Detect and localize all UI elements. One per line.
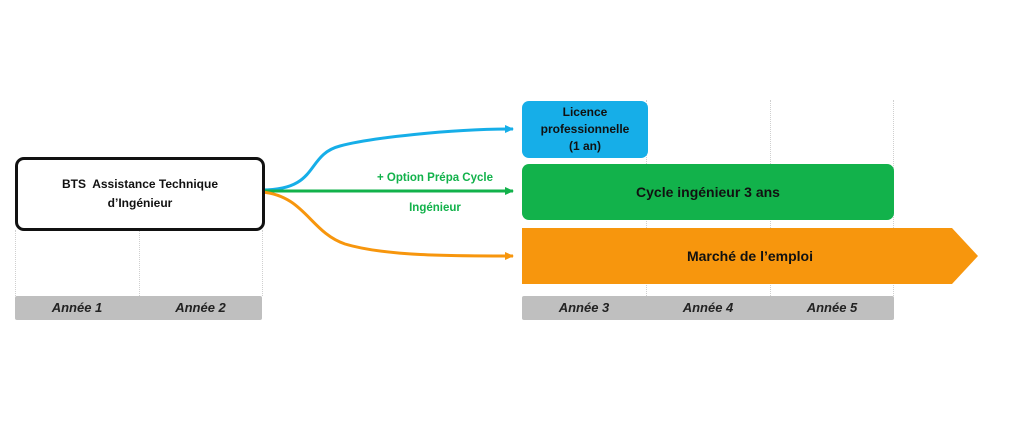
year-label-2: Année 2 bbox=[175, 300, 226, 315]
licence-label-line3: (1 an) bbox=[568, 139, 601, 153]
bts-label-line2: d’Ingénieur bbox=[107, 196, 173, 210]
guide-line bbox=[15, 230, 16, 296]
bts-label-line1: BTS Assistance Technique bbox=[61, 177, 219, 191]
marche-label: Marché de l’emploi bbox=[686, 248, 814, 264]
guide-line bbox=[139, 230, 140, 296]
cycle-box: Cycle ingénieur 3 ans bbox=[522, 164, 894, 220]
marche-arrow-shape bbox=[522, 228, 978, 284]
bts-box: BTS Assistance Technique d’Ingénieur bbox=[15, 157, 265, 231]
option-label-line1: + Option Prépa Cycle bbox=[377, 172, 493, 184]
year-label-1: Année 1 bbox=[51, 300, 103, 315]
guide-line bbox=[262, 230, 263, 296]
year-label-3: Année 3 bbox=[558, 300, 610, 315]
licence-box: Licence professionnelle (1 an) bbox=[522, 101, 648, 158]
year-label-5: Année 5 bbox=[806, 300, 858, 315]
connector-blue bbox=[261, 125, 514, 192]
year-bar-left bbox=[15, 296, 262, 320]
year-label-4: Année 4 bbox=[682, 300, 734, 315]
year-bar-right bbox=[522, 296, 894, 320]
licence-label-line1: Licence bbox=[562, 105, 608, 119]
connector-orange bbox=[261, 190, 514, 260]
cycle-label: Cycle ingénieur 3 ans bbox=[636, 184, 780, 200]
option-label-line2: Ingénieur bbox=[409, 202, 461, 214]
licence-label-line2: professionnelle bbox=[540, 122, 630, 136]
